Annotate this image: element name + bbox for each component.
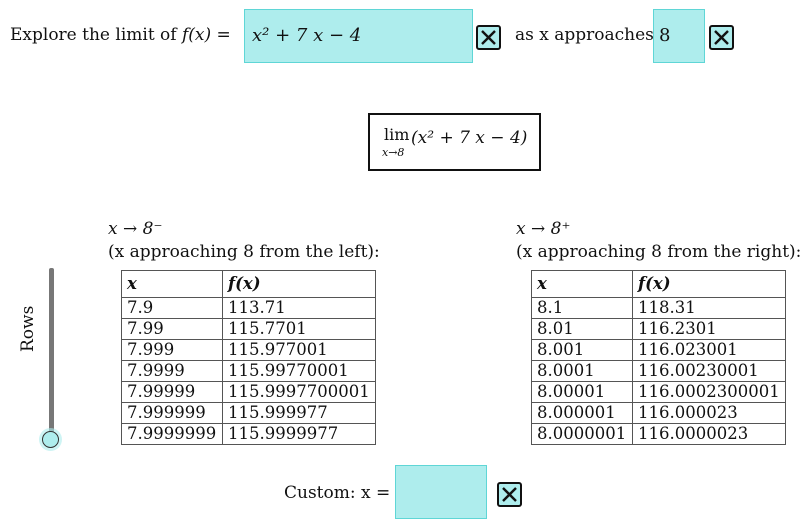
limit-expression-box: lim x→8 (x² + 7 x − 4) [368,113,541,171]
close-icon [481,30,496,45]
close-icon [502,487,517,502]
column-header-fx: f(x) [222,270,376,298]
approach-value-input[interactable]: 8 [653,9,705,63]
function-input[interactable]: x² + 7 x − 4 [244,9,473,63]
custom-x-label: Custom: x = [284,483,391,503]
lim-subscript: x→8 [382,146,405,159]
column-header-fx: f(x) [632,270,786,298]
close-icon [714,30,729,45]
right-title: x → 8⁺ [516,219,571,239]
column-header-x: x [121,270,223,298]
left-subtitle: (x approaching 8 from the left): [108,242,380,262]
clear-custom-button[interactable] [497,482,522,507]
f-of-x-label: f(x) = [181,25,231,45]
clear-function-button[interactable] [476,25,501,50]
as-x-approaches-label: as x approaches [515,25,654,45]
table-header-row: x f(x) [121,270,376,298]
table-header-row: x f(x) [531,270,786,298]
rows-slider-track[interactable] [49,268,54,440]
header-prefix: Explore the limit of f(x) = [10,25,231,45]
lim-expression: (x² + 7 x − 4) [411,128,528,148]
clear-approach-button[interactable] [709,25,734,50]
rows-slider-label: Rows [18,305,38,352]
right-subtitle: (x approaching 8 from the right): [516,242,802,262]
rows-slider-handle[interactable] [42,431,59,448]
custom-x-input[interactable] [395,465,487,519]
left-title: x → 8⁻ [108,219,163,239]
lim-text: lim [384,125,410,144]
column-header-x: x [531,270,633,298]
